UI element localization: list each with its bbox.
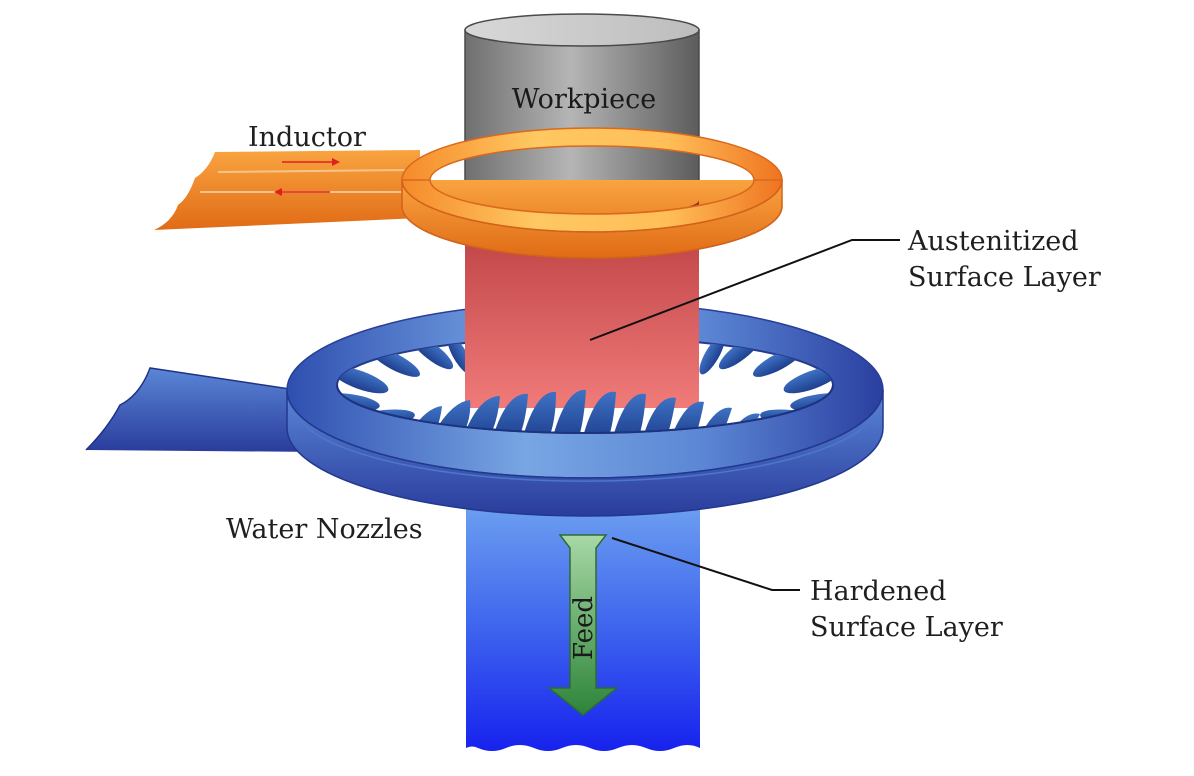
austenitized-label-line2: Surface Layer: [908, 262, 1101, 293]
hardened-label-line2: Surface Layer: [810, 612, 1003, 643]
hardened-label-line1: Hardened: [810, 576, 946, 607]
austenitized-leader: [589, 239, 900, 341]
current-direction-arrows: [274, 158, 340, 196]
hardened-leader: [611, 537, 800, 591]
inductor-label: Inductor: [248, 122, 366, 153]
feed-arrow: [546, 534, 620, 716]
workpiece-cylinder: [464, 13, 700, 217]
water-nozzles-label: Water Nozzles: [226, 514, 423, 545]
austenitized-label-line1: Austenitized: [907, 226, 1079, 257]
feed-label: Feed: [569, 596, 599, 660]
workpiece-label: Workpiece: [512, 84, 656, 115]
water-supply-pipe: [86, 368, 320, 452]
